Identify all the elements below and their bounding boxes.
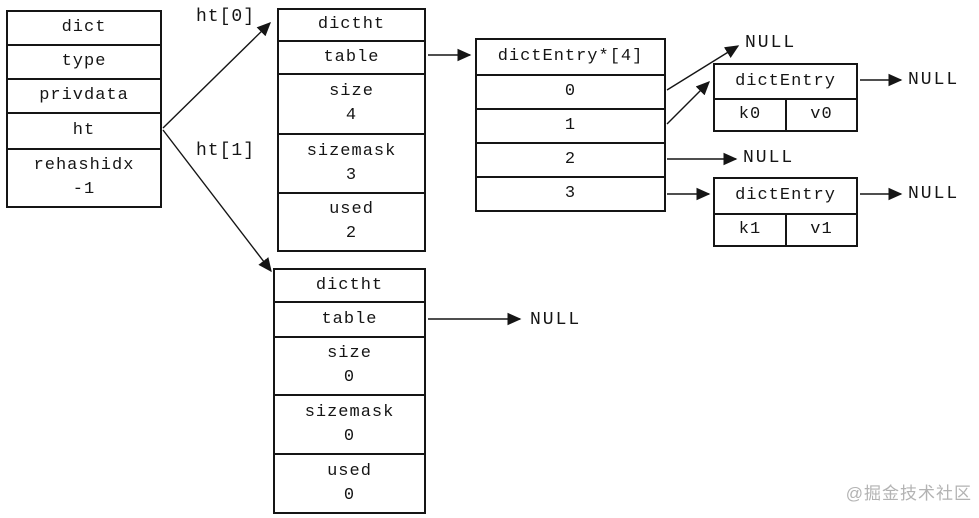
null-slot0: NULL xyxy=(745,33,797,53)
dictht0-sizemask: sizemask 3 xyxy=(279,133,424,192)
dictht1-box: dictht table size 0 sizemask 0 used 0 xyxy=(273,268,426,514)
dictentry1-value: v1 xyxy=(785,215,856,245)
sizemask-value: 0 xyxy=(343,426,356,446)
dictht1-title: dictht xyxy=(315,275,384,295)
ht1-pointer-label: ht[1] xyxy=(196,141,256,161)
dictht0-used: used 2 xyxy=(279,192,424,250)
dict-field-privdata: privdata xyxy=(8,78,160,112)
dict-field-type: type xyxy=(8,44,160,78)
watermark: @掘金技术社区 xyxy=(845,484,972,503)
null-entry0: NULL xyxy=(908,70,960,90)
dict-box: dict type privdata ht rehashidx -1 xyxy=(6,10,162,208)
dictentry0-value: v0 xyxy=(785,100,856,130)
dictht0-box: dictht table size 4 sizemask 3 used 2 xyxy=(277,8,426,252)
used-value: 2 xyxy=(345,224,358,243)
sizemask-value: 3 xyxy=(345,165,358,185)
sizemask-label: sizemask xyxy=(304,402,395,422)
dictentry0-key: k0 xyxy=(738,105,762,124)
dictht0-size: size 4 xyxy=(279,73,424,133)
entry-array-slot-0: 0 xyxy=(477,74,664,108)
dictentry0-box: dictEntry k0 v0 xyxy=(713,63,858,132)
entry-array-slot-2: 2 xyxy=(477,142,664,176)
null-table1: NULL xyxy=(530,310,582,330)
used-label: used xyxy=(327,461,372,481)
entry-array-slot-3: 3 xyxy=(477,176,664,210)
used-label: used xyxy=(329,200,374,219)
null-entry1: NULL xyxy=(908,184,960,204)
size-value: 4 xyxy=(345,106,358,125)
dictht1-used: used 0 xyxy=(275,453,424,512)
rehashidx-label: rehashidx xyxy=(33,156,135,175)
size-label: size xyxy=(327,344,372,363)
size-value: 0 xyxy=(343,368,356,387)
ht0-pointer-label: ht[0] xyxy=(196,7,256,27)
null-slot2: NULL xyxy=(743,148,795,168)
dictht0-table: table xyxy=(279,40,424,73)
entry-array-slot-1: 1 xyxy=(477,108,664,142)
dictentry1-title: dictEntry xyxy=(735,186,836,205)
entry-array-title: dictEntry*[4] xyxy=(497,47,644,66)
size-label: size xyxy=(329,82,374,101)
arrow-slot1-to-dictentry0 xyxy=(666,81,710,125)
entry-array-box: dictEntry*[4] 0 1 2 3 xyxy=(475,38,666,212)
dictentry0-title: dictEntry xyxy=(735,71,836,91)
dictht1-table: table xyxy=(275,301,424,336)
dictentry1-box: dictEntry k1 v1 xyxy=(713,177,858,247)
dictht1-sizemask: sizemask 0 xyxy=(275,394,424,453)
dict-field-ht: ht xyxy=(8,112,160,148)
dict-field-rehashidx: rehashidx -1 xyxy=(8,148,160,206)
dictht0-title: dictht xyxy=(317,15,386,34)
sizemask-label: sizemask xyxy=(306,141,397,161)
arrow-ht-to-dictht0 xyxy=(162,22,271,129)
dictht1-size: size 0 xyxy=(275,336,424,394)
used-value: 0 xyxy=(343,485,356,505)
rehashidx-value: -1 xyxy=(72,180,96,199)
dictentry1-key: k1 xyxy=(738,220,762,239)
dict-title: dict xyxy=(61,18,107,37)
